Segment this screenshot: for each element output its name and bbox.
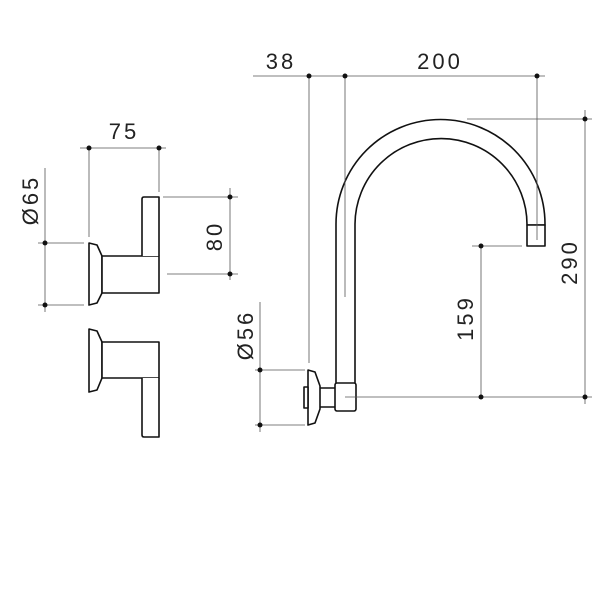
dim-38-label: 38 xyxy=(266,49,296,74)
handle-upper xyxy=(88,196,160,306)
handle-lower xyxy=(88,328,160,438)
spout xyxy=(303,118,546,426)
dim-56-label: Ø56 xyxy=(233,310,258,361)
dimension-lines xyxy=(38,73,592,432)
dim-200-label: 200 xyxy=(417,49,463,74)
dim-80-label: 80 xyxy=(202,221,227,251)
dim-290-label: 290 xyxy=(557,239,582,285)
dim-159-label: 159 xyxy=(453,295,478,341)
dim-75-label: 75 xyxy=(109,119,139,144)
dim-65-label: Ø65 xyxy=(18,175,43,226)
